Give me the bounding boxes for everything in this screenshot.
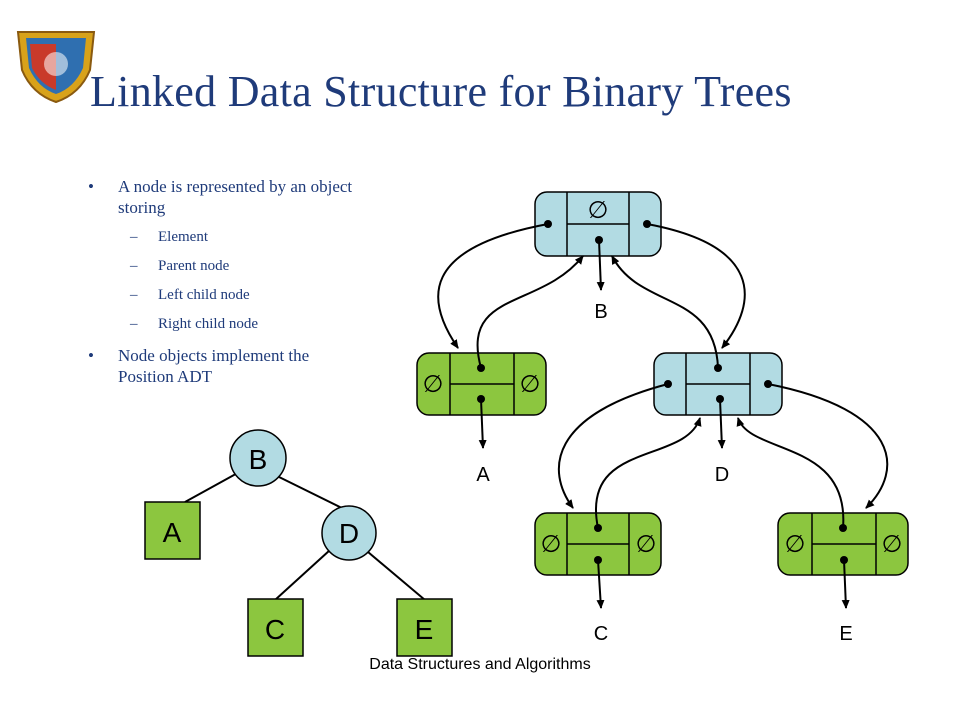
a-right-null: ∅	[520, 370, 541, 398]
tree-edge-b-d	[274, 474, 351, 513]
e-right-null: ∅	[882, 530, 903, 558]
sub-bullet-right-child-node: Right child node	[88, 314, 368, 334]
tree-edge-d-e	[367, 551, 426, 601]
bullet-node-representation: A node is represented by an object stori…	[88, 176, 368, 218]
arrow-a-element	[478, 398, 487, 449]
linked-node-c: ∅ ∅	[534, 512, 662, 576]
sub-bullet-left-child-node: Left child node	[88, 285, 368, 305]
arrow-root-left-to-a	[437, 223, 549, 349]
arrow-c-element	[596, 559, 605, 609]
linked-node-b: ∅	[534, 191, 662, 257]
tree-node-c	[247, 598, 304, 657]
bullet-position-adt: Node objects implement the Position ADT	[88, 345, 368, 387]
d-element-label: D	[715, 464, 729, 486]
simple-tree: B A D C E	[144, 429, 453, 657]
a-element-label: A	[476, 464, 490, 486]
tree-node-e-label: E	[415, 614, 434, 645]
bullet-list: A node is represented by an object stori…	[88, 176, 368, 387]
root-element-label: B	[594, 301, 607, 323]
sub-bullet-element: Element	[88, 227, 368, 247]
root-parent-null: ∅	[588, 196, 609, 224]
sub-bullet-parent-node: Parent node	[88, 256, 368, 276]
arrow-d-parent-to-root	[611, 255, 719, 369]
arrow-e-parent-to-d	[736, 417, 845, 529]
tree-node-b-label: B	[249, 444, 268, 475]
arrow-d-left-to-c	[557, 383, 669, 509]
tree-edge-d-c	[274, 549, 331, 601]
c-element-label: C	[594, 623, 608, 645]
arrow-e-element	[841, 559, 850, 609]
arrow-c-parent-to-d	[595, 417, 702, 529]
arrow-d-element	[717, 398, 726, 449]
tree-node-d-label: D	[339, 518, 359, 549]
arrow-root-element	[596, 239, 605, 291]
e-element-label: E	[839, 623, 852, 645]
linked-node-a: ∅ ∅	[416, 352, 547, 416]
slide-title: Linked Data Structure for Binary Trees	[90, 67, 792, 116]
slide-footer: Data Structures and Algorithms	[369, 656, 591, 673]
c-left-null: ∅	[541, 530, 562, 558]
institute-logo	[16, 31, 96, 104]
tree-node-e	[396, 598, 453, 657]
tree-node-c-label: C	[265, 614, 285, 645]
tree-edge-b-a	[184, 469, 244, 503]
linked-structure: ∅ B ∅ ∅ A D	[416, 191, 909, 645]
tree-node-d	[321, 505, 377, 561]
a-left-null: ∅	[423, 370, 444, 398]
tree-node-a-label: A	[163, 517, 182, 548]
tree-node-b	[229, 429, 287, 487]
arrow-d-right-to-e	[767, 383, 889, 509]
c-right-null: ∅	[636, 530, 657, 558]
e-left-null: ∅	[785, 530, 806, 558]
arrow-a-parent-to-root	[476, 255, 584, 369]
arrow-root-right-to-d	[646, 223, 746, 349]
tree-node-a	[144, 501, 201, 560]
